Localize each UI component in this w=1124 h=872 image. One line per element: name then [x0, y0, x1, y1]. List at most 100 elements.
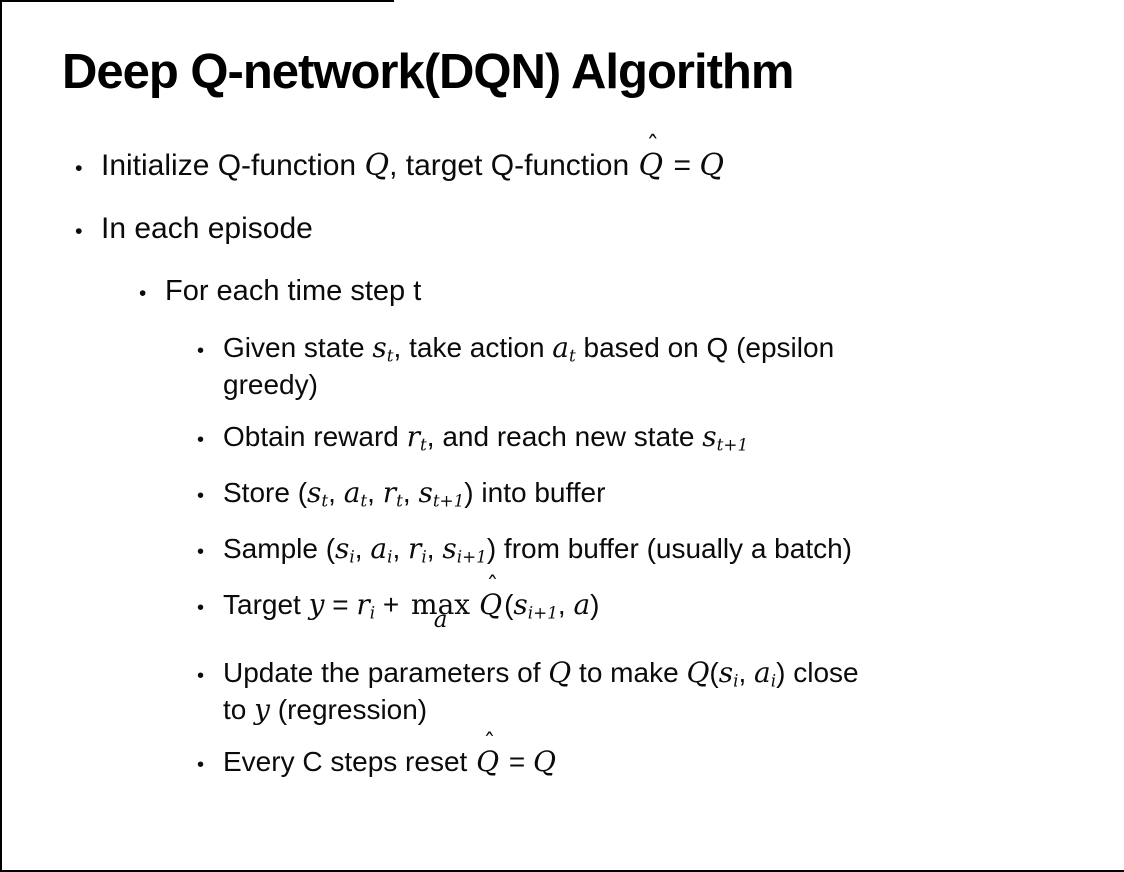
text-run: , [557, 589, 574, 620]
text-run: , [402, 477, 419, 508]
hat-accent: ˆ [483, 728, 496, 757]
text-run: In each episode [101, 212, 313, 245]
math-run: si [335, 532, 355, 567]
bullet-marker: • [197, 541, 205, 563]
bullet-item: • For each time step t [139, 272, 1096, 313]
hat-accent: ˆ [646, 130, 660, 161]
math-run: Q [364, 148, 390, 183]
math-run: ri [356, 588, 376, 623]
slide-title: Deep Q-network(DQN) Algorithm [62, 45, 794, 99]
math-run: at [552, 331, 576, 366]
text-run: , and reach new state [426, 421, 703, 452]
math-run: a [573, 588, 591, 621]
text-run: ( [504, 589, 514, 620]
math-run: si+1 [442, 532, 487, 567]
math-run: Q [686, 656, 710, 689]
bullet-text: Initialize Q-function Q, target Q-functi… [101, 130, 724, 186]
text-run: + [375, 589, 408, 620]
text-run: Store ( [223, 477, 308, 508]
math-run: Q [548, 656, 572, 689]
bullet-marker: • [75, 218, 83, 243]
hat-accent: ˆ [486, 571, 499, 600]
bullet-item: •Initialize Q-function Q, target Q-funct… [75, 130, 1096, 188]
bullet-item: • Obtain reward rt, and reach new state s… [197, 418, 1096, 459]
math-run: y [254, 693, 270, 726]
bullet-list: •Initialize Q-function Q, target Q-funct… [2, 130, 1124, 784]
text-run: to [223, 694, 255, 725]
text-run: Sample ( [223, 533, 336, 564]
bullet-item: • Sample (si, ai, ri, si+1) from buffer (… [197, 530, 1096, 571]
text-run: ) into buffer [464, 477, 606, 508]
text-run: , [354, 533, 371, 564]
text-run: , [738, 657, 755, 688]
math-run: Q [699, 148, 724, 183]
text-run: = [665, 149, 700, 182]
bullet-text: Update the parameters of Q to make Q(si,… [223, 654, 859, 728]
text-run: ( [709, 657, 719, 688]
bullet-marker: • [197, 485, 205, 507]
text-run: (regression) [269, 694, 428, 725]
text-run: Update the parameters of [223, 657, 549, 688]
math-run: rt [382, 476, 403, 511]
bullet-marker: • [197, 429, 205, 451]
text-run: Every C steps reset [223, 746, 476, 777]
text-run: ) close [776, 657, 859, 688]
math-run: si+1 [513, 588, 558, 623]
text-run: Obtain reward [223, 421, 407, 452]
bullet-marker: • [197, 597, 205, 619]
text-run: , target Q-function [389, 149, 638, 182]
max-under-arg: a [433, 606, 448, 633]
math-run: at [343, 476, 368, 511]
bullet-text: Store (st, at, rt, st+1) into buffer [223, 474, 605, 511]
math-run: st+1 [418, 476, 465, 511]
math-run: y [308, 588, 325, 621]
bullet-text: Obtain reward rt, and reach new state st… [223, 418, 748, 455]
math-run: st [372, 331, 394, 366]
text-run: For each time step t [165, 275, 422, 307]
text-run: greedy) [223, 369, 318, 400]
text-run: , [367, 477, 383, 508]
text-run: based on Q (epsilon [575, 332, 835, 363]
math-run: st [307, 476, 329, 511]
bullet-text: Sample (si, ai, ri, si+1) from buffer (u… [223, 530, 852, 567]
text-run: , take action [393, 332, 553, 363]
math-run: ri [408, 532, 427, 567]
bullet-item: •Update the parameters of Q to make Q(si… [197, 654, 1096, 728]
text-run: , [392, 533, 408, 564]
bullet-marker: • [75, 155, 83, 180]
bullet-item: • In each episode [75, 209, 1096, 251]
text-run: ) from buffer (usually a batch) [486, 533, 853, 564]
text-run: Given state [223, 332, 373, 363]
math-run: Q [532, 745, 556, 778]
math-run: si [718, 656, 739, 691]
math-run: ai [754, 656, 777, 691]
text-run: Target [223, 589, 309, 620]
text-run: = [324, 589, 357, 620]
bullet-text: In each episode [101, 209, 313, 249]
bullet-marker: • [139, 282, 147, 305]
bullet-marker: • [197, 340, 205, 362]
text-run: = [501, 746, 533, 777]
bullet-marker: • [197, 665, 205, 687]
bullet-text: Given state st, take action at based on … [223, 329, 834, 403]
text-run: , [426, 533, 443, 564]
math-run: rt [406, 420, 427, 455]
math-run: ai [370, 532, 393, 567]
slide-border-top [2, 0, 394, 2]
text-run: ) [590, 589, 600, 620]
bullet-item: • Given state st, take action at based on… [197, 329, 1096, 403]
bullet-item: • Store (st, at, rt, st+1) into buffer [197, 474, 1096, 515]
text-run: to make [571, 657, 687, 688]
text-run: Initialize Q-function [101, 149, 365, 182]
bullet-text: For each time step t [165, 272, 421, 310]
math-run: st+1 [702, 420, 749, 455]
